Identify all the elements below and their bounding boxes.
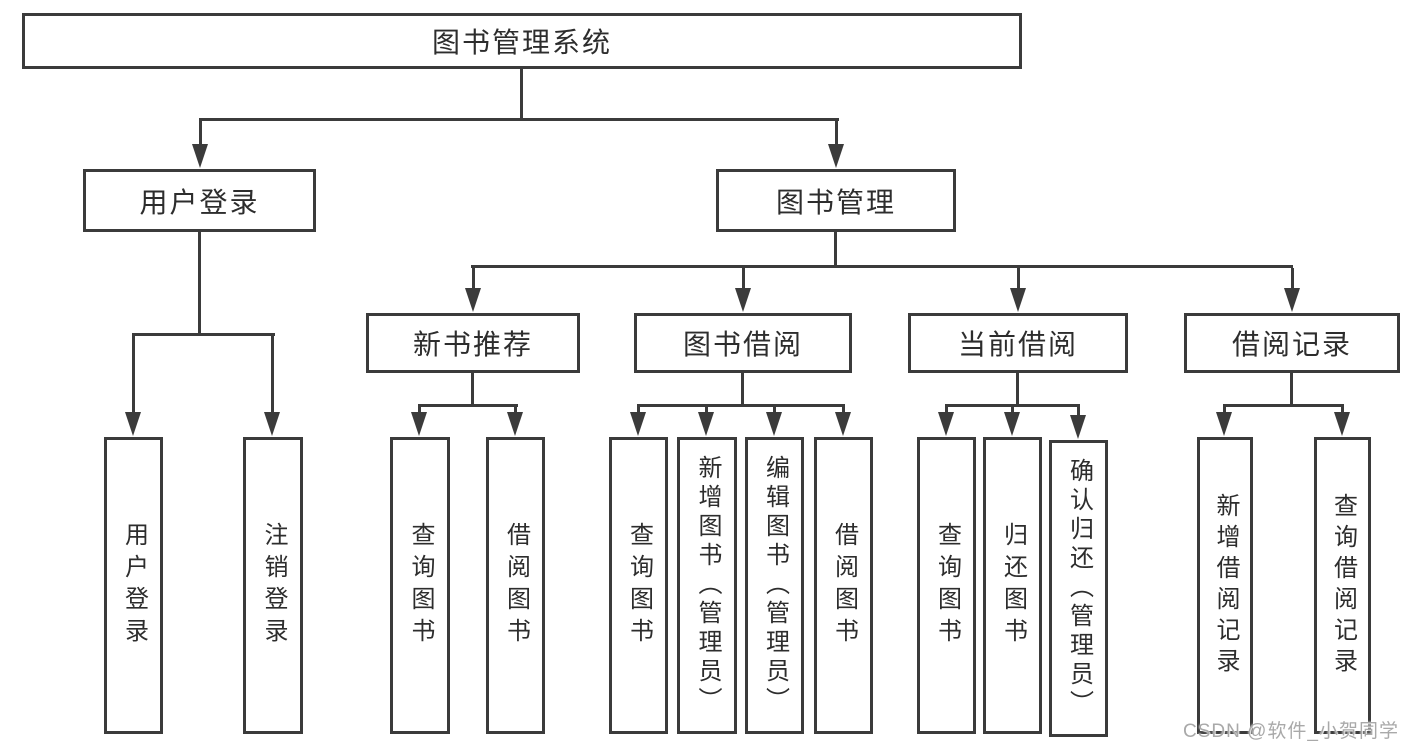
arrow-to-leaf-cb-query [938,407,955,436]
connector-level2-rail [199,118,839,121]
connector-book-mgmt-stub [834,232,837,268]
connector-new-book-rec-rail [418,404,518,407]
connector-user-login-rail [132,333,275,336]
arrow-to-leaf-bb-borrow [835,407,852,436]
node-root-label: 图书管理系统 [431,27,612,58]
leaf-bb-add-book: 新增图书（管理员） [677,437,737,734]
connector-level3-rail [471,265,1293,268]
connector-new-book-rec-stub [471,373,474,406]
connector-borrow-record-rail [1223,404,1344,407]
leaf-cb-return-book: 归还图书 [983,437,1042,734]
node-user-login: 用户登录 [83,169,316,232]
node-new-book-rec: 新书推荐 [366,313,580,373]
arrow-to-leaf-br-add [1216,407,1233,436]
leaf-bb-borrow-book: 借阅图书 [814,437,873,734]
node-current-borrow: 当前借阅 [908,313,1128,373]
leaf-br-add-record: 新增借阅记录 [1197,437,1253,734]
arrow-to-leaf-bb-query [630,407,647,436]
node-book-borrow: 图书借阅 [634,313,852,373]
arrow-to-current-borrow [1010,268,1027,312]
arrow-to-user-login [192,121,209,168]
arrow-to-leaf-logout [264,336,281,436]
node-new-book-rec-label: 新书推荐 [412,329,533,360]
leaf-rec-query-book: 查询图书 [390,437,450,734]
arrow-to-leaf-cb-return [1004,407,1021,436]
node-book-borrow-label: 图书借阅 [682,329,803,360]
leaf-bb-query-book: 查询图书 [609,437,668,734]
connector-book-borrow-rail [637,404,845,407]
leaf-user-login: 用户登录 [104,437,163,734]
arrow-to-leaf-bb-edit [766,407,783,436]
node-root: 图书管理系统 [22,13,1022,69]
leaf-br-query-record: 查询借阅记录 [1314,437,1371,734]
arrow-to-borrow-record [1284,268,1301,312]
node-borrow-record: 借阅记录 [1184,313,1400,373]
connector-current-borrow-stub [1016,373,1019,406]
leaf-bb-edit-book: 编辑图书（管理员） [745,437,804,734]
arrow-to-leaf-cb-confirm [1070,407,1087,439]
arrow-to-new-book-rec [465,268,482,312]
node-user-login-label: 用户登录 [139,186,260,218]
arrow-to-leaf-bb-add [698,407,715,436]
arrow-to-book-borrow [735,268,752,312]
connector-book-borrow-stub [741,373,744,406]
arrow-to-book-mgmt [828,121,845,168]
leaf-logout: 注销登录 [243,437,303,734]
leaf-cb-query-book: 查询图书 [917,437,976,734]
connector-user-login-stub [198,232,201,335]
node-book-mgmt-label: 图书管理 [775,186,896,218]
connector-current-borrow-rail [945,404,1080,407]
arrow-to-leaf-user-login [125,336,142,436]
connector-borrow-record-stub [1290,373,1293,406]
node-borrow-record-label: 借阅记录 [1231,329,1352,360]
arrow-to-leaf-rec-query [411,407,428,436]
leaf-rec-borrow-book: 借阅图书 [486,437,545,734]
leaf-cb-confirm-return: 确认归还（管理员） [1049,440,1108,737]
arrow-to-leaf-rec-borrow [507,407,524,436]
csdn-watermark: CSDN @软件_小贺同学 [1183,721,1399,742]
node-book-mgmt: 图书管理 [716,169,956,232]
arrow-to-leaf-br-query [1334,407,1351,436]
connector-root-stub [520,69,523,121]
node-current-borrow-label: 当前借阅 [957,329,1078,360]
